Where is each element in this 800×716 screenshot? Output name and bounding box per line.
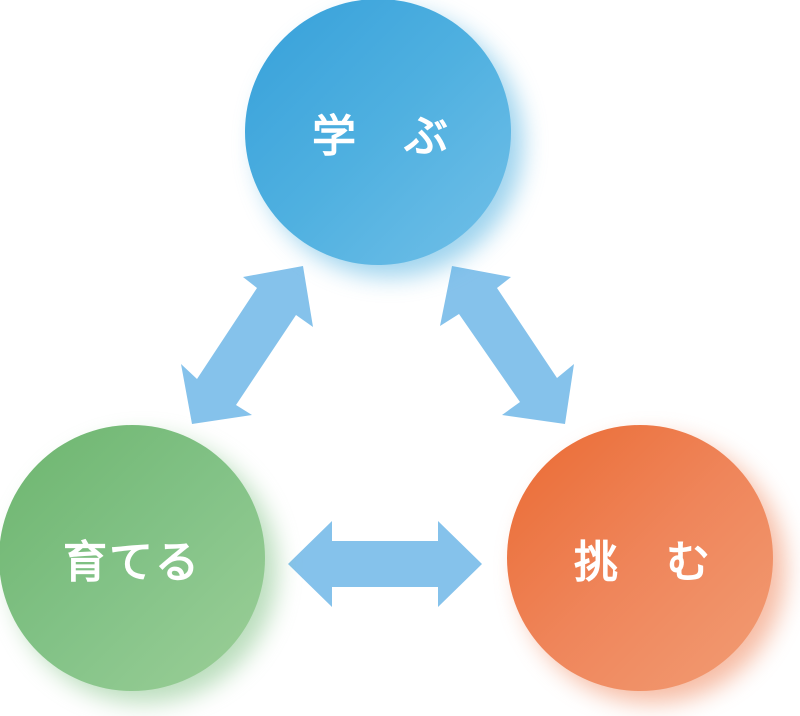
challenge-node: 挑 む: [507, 425, 773, 691]
double-arrow-icon-grow-challenge: [288, 521, 482, 607]
learn-node: 学 ぶ: [245, 0, 511, 265]
challenge-node-label: 挑 む: [574, 537, 712, 588]
double-arrow-icon-learn-grow: [181, 266, 313, 424]
grow-node-label: 育てる: [63, 537, 201, 588]
double-arrow-icon-learn-challenge: [440, 266, 574, 424]
grow-node: 育てる: [0, 425, 265, 691]
learn-node-label: 学 ぶ: [312, 111, 450, 162]
